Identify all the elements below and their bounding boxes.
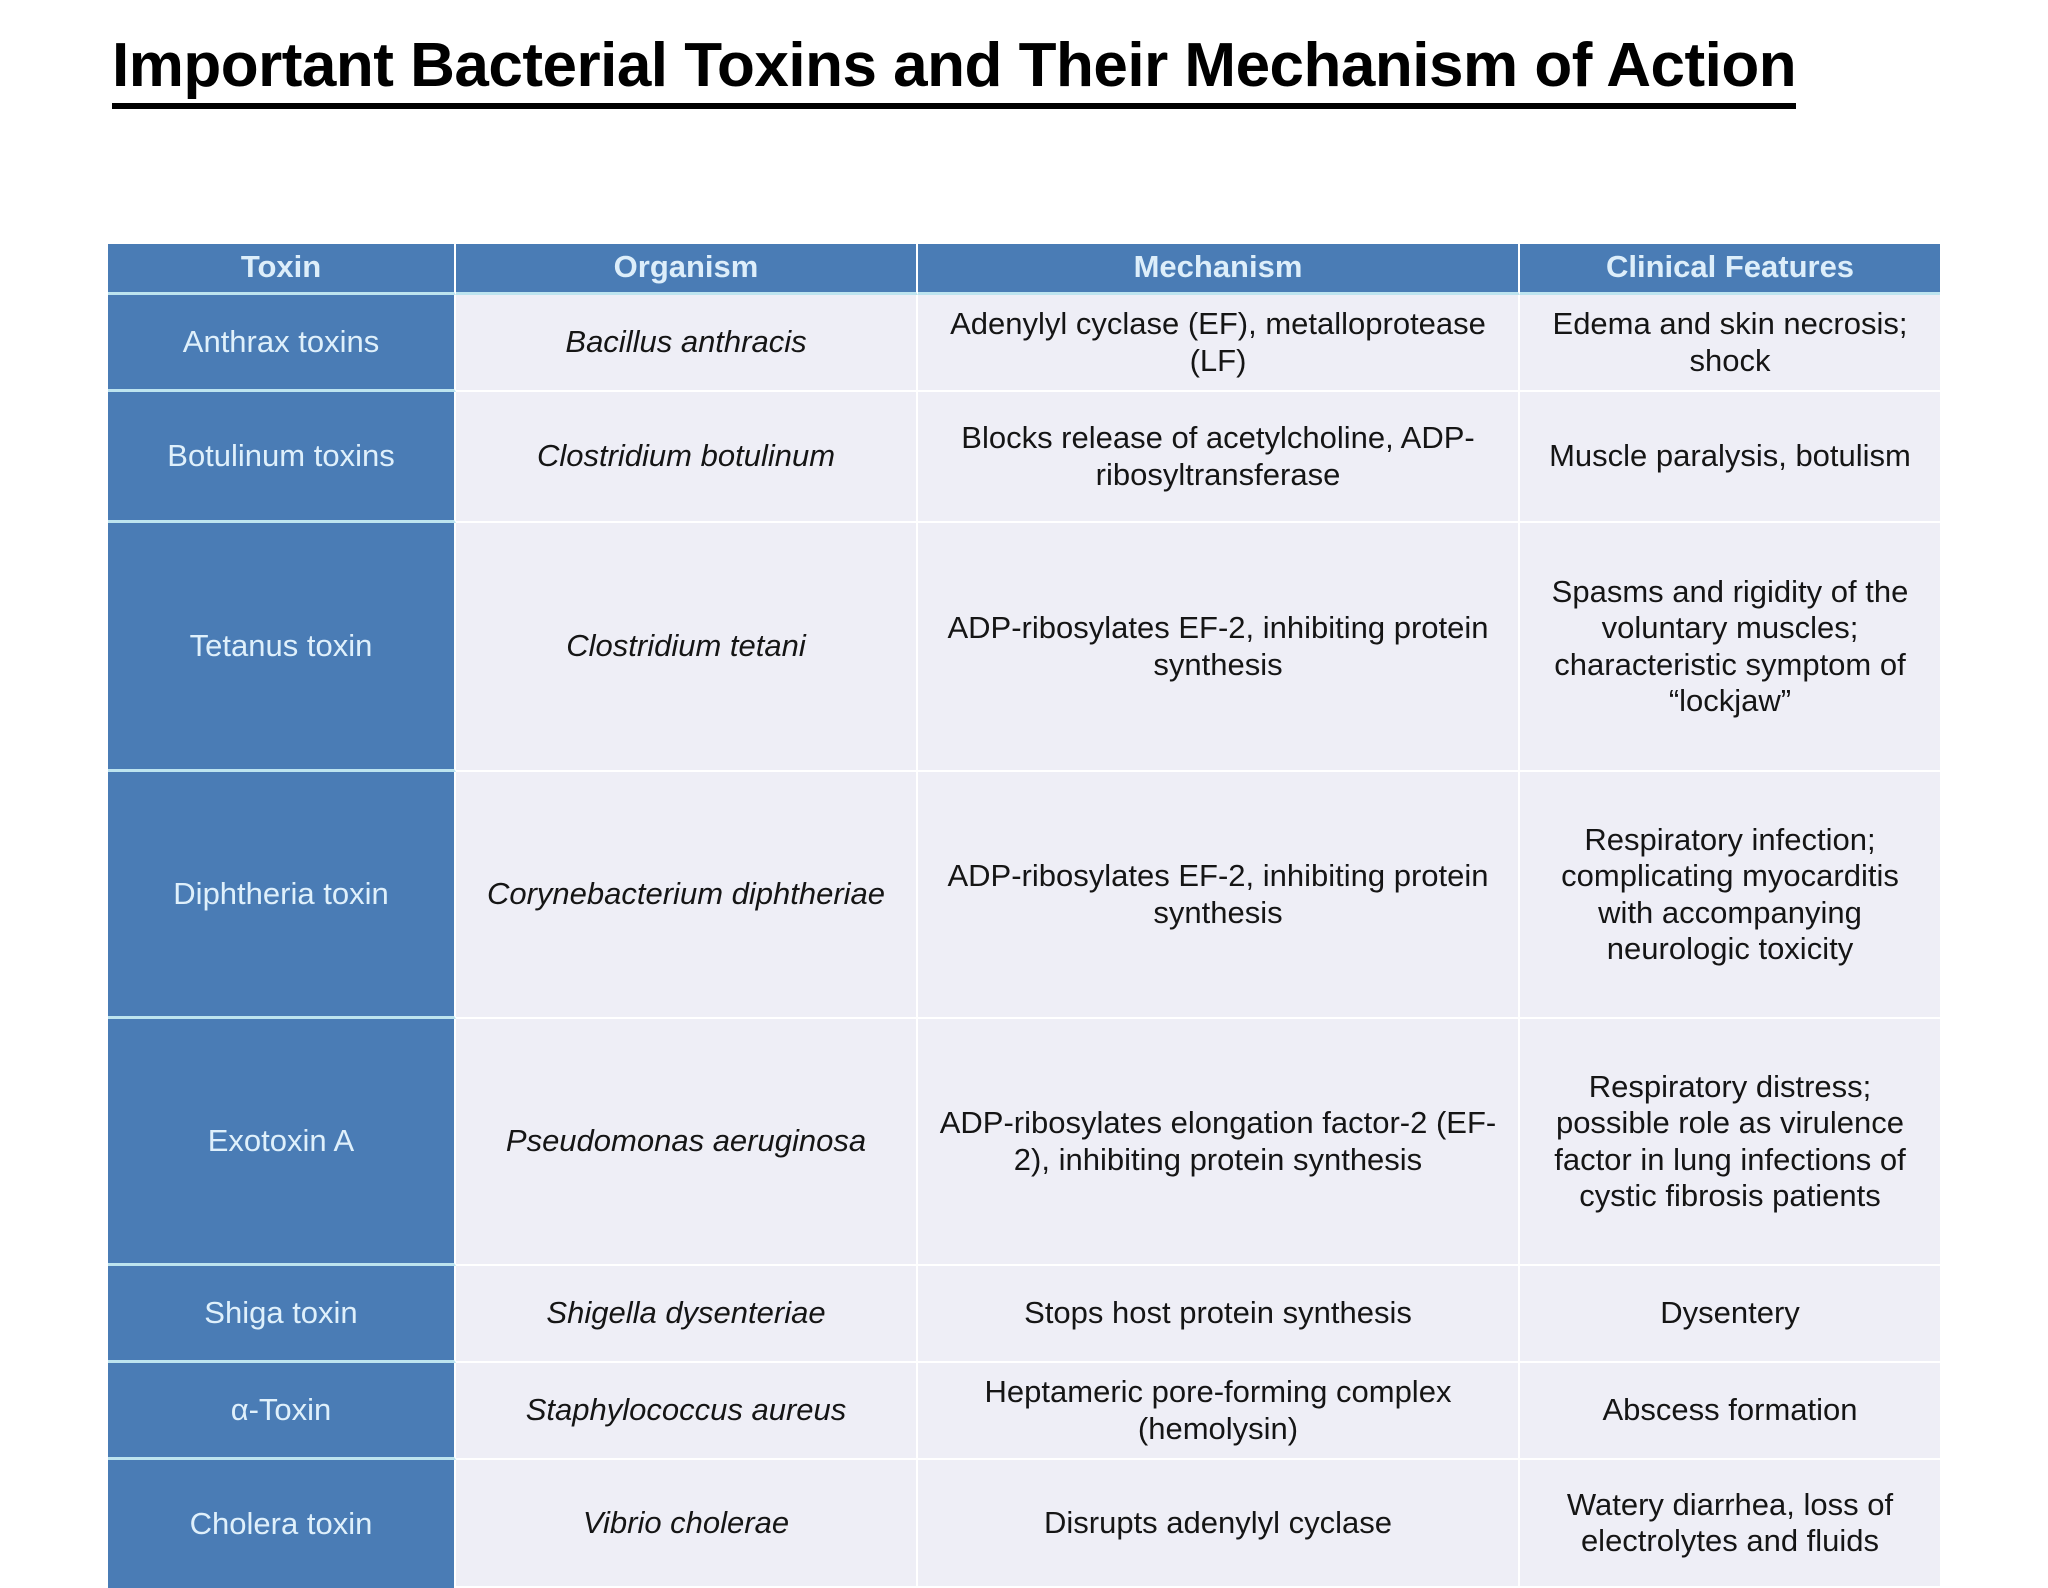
cell-toxin: Shiga toxin (108, 1266, 456, 1364)
page-title: Important Bacterial Toxins and Their Mec… (112, 28, 1912, 109)
cell-toxin: Diphtheria toxin (108, 772, 456, 1020)
cell-clinical-features: Watery diarrhea, loss of electrolytes an… (1520, 1460, 1940, 1588)
cell-mechanism: Blocks release of acetylcholine, ADP-rib… (918, 392, 1520, 524)
table-header-row: Toxin Organism Mechanism Clinical Featur… (108, 244, 1940, 296)
table-row: Anthrax toxins Bacillus anthracis Adenyl… (108, 295, 1940, 393)
slide: Important Bacterial Toxins and Their Mec… (108, 28, 1940, 1588)
cell-organism: Clostridium tetani (456, 523, 918, 773)
cell-clinical-features: Spasms and rigidity of the voluntary mus… (1520, 523, 1940, 773)
column-header-clinical-features: Clinical Features (1520, 244, 1940, 296)
cell-organism: Pseudomonas aeruginosa (456, 1019, 918, 1267)
cell-clinical-features: Respiratory infection; complicating myoc… (1520, 772, 1940, 1020)
cell-mechanism: ADP-ribosylates elongation factor-2 (EF-… (918, 1019, 1520, 1267)
cell-mechanism: Disrupts adenylyl cyclase (918, 1460, 1520, 1588)
cell-toxin: α-Toxin (108, 1363, 456, 1461)
cell-organism: Staphylococcus aureus (456, 1363, 918, 1461)
cell-mechanism: ADP-ribosylates EF-2, inhibiting protein… (918, 523, 1520, 773)
page-title-text: Important Bacterial Toxins and Their Mec… (112, 31, 1797, 109)
table-row: Shiga toxin Shigella dysenteriae Stops h… (108, 1266, 1940, 1364)
cell-clinical-features: Dysentery (1520, 1266, 1940, 1364)
table-row: Cholera toxin Vibrio cholerae Disrupts a… (108, 1460, 1940, 1588)
cell-mechanism: Adenylyl cyclase (EF), metalloprotease (… (918, 295, 1520, 393)
table-row: Diphtheria toxin Corynebacterium diphthe… (108, 772, 1940, 1020)
toxins-table: Toxin Organism Mechanism Clinical Featur… (108, 244, 1940, 1588)
cell-toxin: Anthrax toxins (108, 295, 456, 393)
cell-organism: Shigella dysenteriae (456, 1266, 918, 1364)
table-body: Anthrax toxins Bacillus anthracis Adenyl… (108, 295, 1940, 1588)
toxins-table-container: Toxin Organism Mechanism Clinical Featur… (108, 244, 1940, 1588)
column-header-toxin: Toxin (108, 244, 456, 296)
cell-organism: Vibrio cholerae (456, 1460, 918, 1588)
cell-clinical-features: Muscle paralysis, botulism (1520, 392, 1940, 524)
cell-organism: Corynebacterium diphtheriae (456, 772, 918, 1020)
cell-toxin: Botulinum toxins (108, 392, 456, 524)
cell-organism: Clostridium botulinum (456, 392, 918, 524)
cell-mechanism: ADP-ribosylates EF-2, inhibiting protein… (918, 772, 1520, 1020)
column-header-mechanism: Mechanism (918, 244, 1520, 296)
cell-organism: Bacillus anthracis (456, 295, 918, 393)
cell-clinical-features: Edema and skin necrosis; shock (1520, 295, 1940, 393)
cell-clinical-features: Respiratory distress; possible role as v… (1520, 1019, 1940, 1267)
cell-toxin: Exotoxin A (108, 1019, 456, 1267)
cell-toxin: Tetanus toxin (108, 523, 456, 773)
table-row: Tetanus toxin Clostridium tetani ADP-rib… (108, 523, 1940, 773)
table-row: α-Toxin Staphylococcus aureus Heptameric… (108, 1363, 1940, 1461)
column-header-organism: Organism (456, 244, 918, 296)
table-header: Toxin Organism Mechanism Clinical Featur… (108, 244, 1940, 296)
cell-mechanism: Heptameric pore-forming complex (hemolys… (918, 1363, 1520, 1461)
table-row: Botulinum toxins Clostridium botulinum B… (108, 392, 1940, 524)
page-title-container: Important Bacterial Toxins and Their Mec… (112, 28, 1912, 109)
cell-toxin: Cholera toxin (108, 1460, 456, 1588)
table-row: Exotoxin A Pseudomonas aeruginosa ADP-ri… (108, 1019, 1940, 1267)
cell-mechanism: Stops host protein synthesis (918, 1266, 1520, 1364)
cell-clinical-features: Abscess formation (1520, 1363, 1940, 1461)
